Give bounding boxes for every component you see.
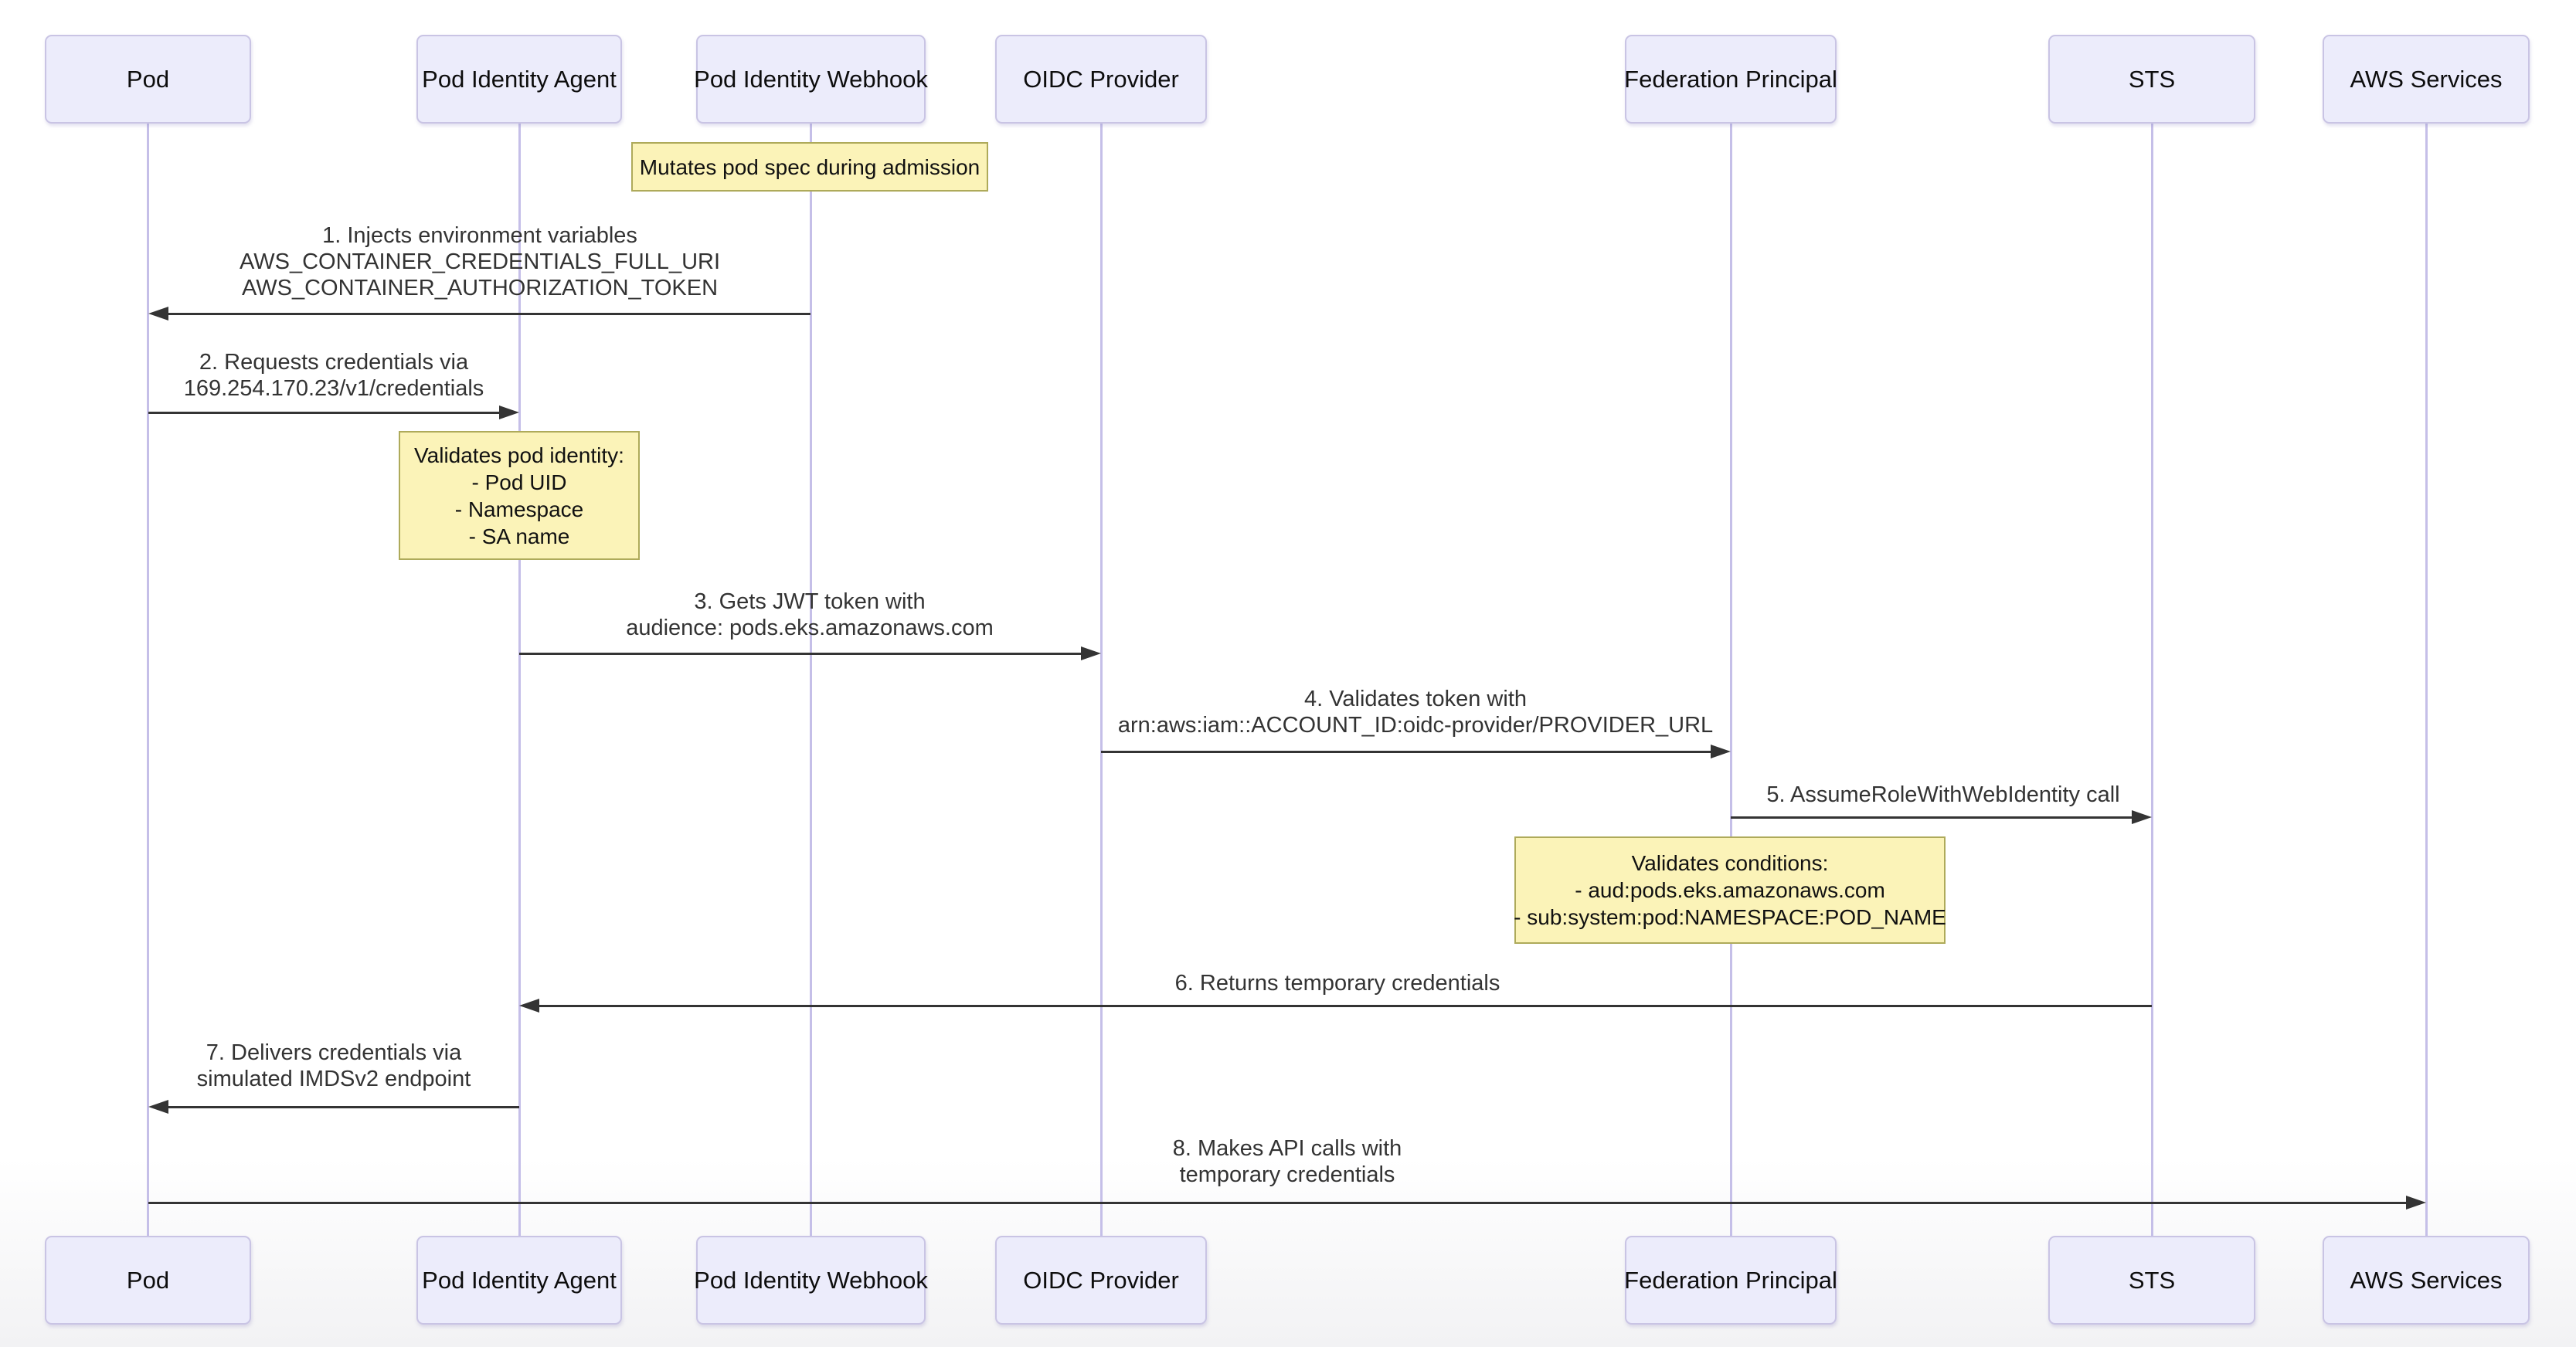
note-validates-pod-identity-line-1: Validates pod identity:: [414, 443, 624, 467]
message-3-label: 3. Gets JWT token with audience: pods.ek…: [626, 589, 994, 641]
message-1-arrowhead: [148, 307, 168, 321]
actor-aws-services-bottom: AWS Services: [2323, 1236, 2530, 1325]
note-validates-conditions: Validates conditions: - aud:pods.eks.ama…: [1514, 836, 1946, 944]
message-4-arrowhead: [1711, 745, 1731, 758]
message-7-arrowhead: [148, 1100, 168, 1114]
actor-federation-principal-bottom: Federation Principal: [1624, 1236, 1837, 1325]
message-6-label: 6. Returns temporary credentials: [1175, 970, 1500, 996]
actor-pod-identity-agent-bottom: Pod Identity Agent: [416, 1236, 622, 1325]
actor-sts-top: STS: [2048, 35, 2255, 124]
message-6-arrow: [538, 1005, 2152, 1007]
note-validates-conditions-line-1: Validates conditions:: [1631, 851, 1829, 875]
message-4-line-2: arn:aws:iam::ACCOUNT_ID:oidc-provider/PR…: [1117, 713, 1714, 738]
note-validates-conditions-line-2: - aud:pods.eks.amazonaws.com: [1575, 878, 1885, 902]
message-7-line-1: 7. Delivers credentials via: [206, 1040, 462, 1065]
lifeline-pod-identity-agent: [518, 124, 521, 1236]
message-2-label: 2. Requests credentials via 169.254.170.…: [184, 349, 484, 402]
message-5-label: 5. AssumeRoleWithWebIdentity call: [1766, 782, 2119, 808]
message-3-line-1: 3. Gets JWT token with: [694, 589, 926, 614]
message-3-arrow: [519, 653, 1082, 655]
message-5-arrowhead: [2132, 810, 2152, 824]
message-7-arrow: [167, 1106, 519, 1108]
lifeline-oidc-provider: [1100, 124, 1103, 1236]
message-6-line-1: 6. Returns temporary credentials: [1174, 971, 1500, 996]
message-1-line-3: AWS_CONTAINER_AUTHORIZATION_TOKEN: [241, 276, 719, 300]
note-mutates-pod-spec: Mutates pod spec during admission: [631, 142, 988, 192]
message-1-line-1: 1. Injects environment variables: [322, 223, 637, 248]
message-1-label: 1. Injects environment variables AWS_CON…: [240, 222, 720, 301]
note-validates-pod-identity-line-4: - SA name: [468, 524, 570, 548]
message-2-line-1: 2. Requests credentials via: [199, 350, 469, 375]
message-7-label: 7. Delivers credentials via simulated IM…: [197, 1040, 471, 1092]
lifeline-pod: [147, 124, 149, 1236]
lifeline-sts: [2151, 124, 2153, 1236]
message-1-line-2: AWS_CONTAINER_CREDENTIALS_FULL_URI: [239, 249, 721, 274]
actor-aws-services-top: AWS Services: [2323, 35, 2530, 124]
message-6-arrowhead: [519, 999, 539, 1013]
lifeline-pod-identity-webhook: [810, 124, 812, 1236]
message-8-arrowhead: [2406, 1196, 2426, 1210]
note-mutates-pod-spec-line-1: Mutates pod spec during admission: [639, 154, 980, 179]
actor-pod-bottom: Pod: [45, 1236, 251, 1325]
message-5-arrow: [1731, 816, 2133, 819]
message-8-line-1: 8. Makes API calls with: [1172, 1136, 1402, 1161]
actor-pod-identity-webhook-bottom: Pod Identity Webhook: [694, 1236, 928, 1325]
message-2-line-2: 169.254.170.23/v1/credentials: [183, 376, 484, 401]
message-1-arrow: [167, 313, 811, 315]
message-2-arrow: [148, 412, 501, 414]
actor-oidc-provider-bottom: OIDC Provider: [995, 1236, 1207, 1325]
actor-pod-identity-agent-top: Pod Identity Agent: [416, 35, 622, 124]
message-7-line-2: simulated IMDSv2 endpoint: [196, 1067, 471, 1091]
message-4-arrow: [1101, 751, 1712, 753]
message-4-line-1: 4. Validates token with: [1303, 687, 1528, 711]
actor-federation-principal-top: Federation Principal: [1624, 35, 1837, 124]
message-8-arrow: [148, 1202, 2408, 1204]
message-5-line-1: 5. AssumeRoleWithWebIdentity call: [1766, 782, 2120, 807]
note-validates-pod-identity-line-2: - Pod UID: [471, 470, 567, 494]
message-3-line-2: audience: pods.eks.amazonaws.com: [626, 616, 994, 640]
actor-pod-identity-webhook-top: Pod Identity Webhook: [694, 35, 928, 124]
actor-pod-top: Pod: [45, 35, 251, 124]
actor-sts-bottom: STS: [2048, 1236, 2255, 1325]
note-validates-pod-identity: Validates pod identity: - Pod UID - Name…: [399, 431, 640, 560]
message-2-arrowhead: [499, 405, 519, 419]
note-validates-pod-identity-line-3: - Namespace: [454, 497, 584, 521]
note-validates-conditions-line-3: - sub:system:pod:NAMESPACE:POD_NAME: [1514, 905, 1946, 929]
lifeline-federation-principal: [1730, 124, 1732, 1236]
message-8-label: 8. Makes API calls with temporary creden…: [1173, 1135, 1402, 1188]
message-3-arrowhead: [1081, 646, 1101, 660]
actor-oidc-provider-top: OIDC Provider: [995, 35, 1207, 124]
message-4-label: 4. Validates token with arn:aws:iam::ACC…: [1118, 686, 1713, 738]
message-8-line-2: temporary credentials: [1179, 1162, 1395, 1187]
lifeline-aws-services: [2425, 124, 2428, 1236]
